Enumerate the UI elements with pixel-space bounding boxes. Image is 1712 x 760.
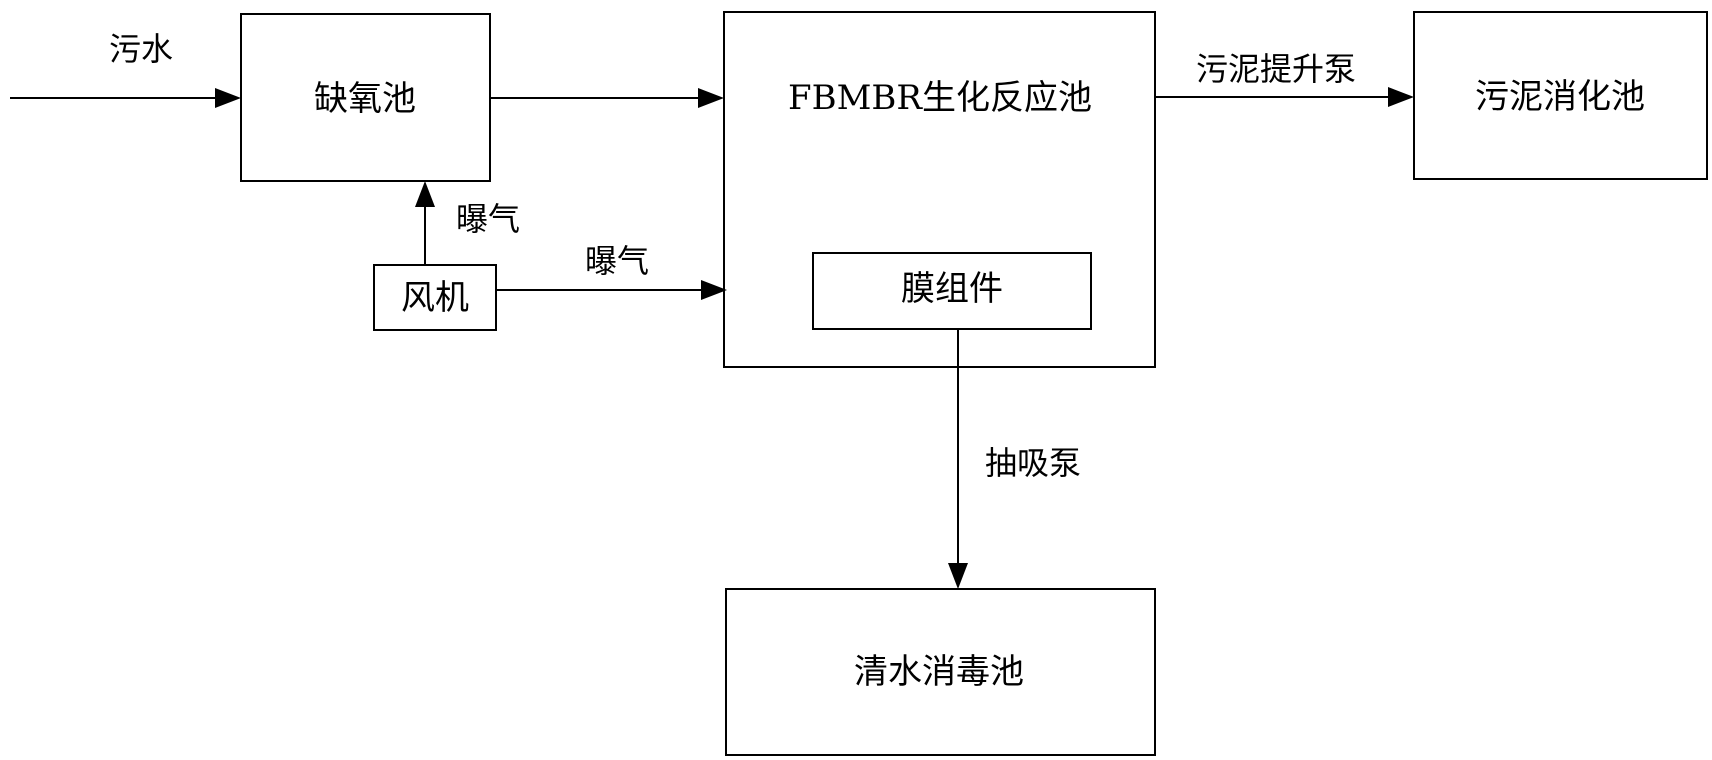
anoxic-tank-label: 缺氧池 xyxy=(314,79,416,119)
sewage-inlet-label: 污水 xyxy=(109,30,173,68)
sludge-digestion-tank-label: 污泥消化池 xyxy=(1475,77,1645,117)
blower-to-anoxic-arrowhead xyxy=(415,181,435,207)
aeration-to-reactor-label: 曝气 xyxy=(585,242,649,280)
blower-label: 风机 xyxy=(401,278,469,318)
membrane-to-disinfection-arrowhead xyxy=(948,563,968,589)
aeration-to-anoxic-label: 曝气 xyxy=(456,200,520,238)
blower-to-reactor-arrowhead xyxy=(701,280,727,300)
fbmbr-reactor-label: FBMBR生化反应池 xyxy=(788,78,1092,118)
anoxic-tank-box xyxy=(240,13,491,182)
blower-box xyxy=(373,264,497,331)
sludge-lift-pump-label: 污泥提升泵 xyxy=(1196,50,1356,88)
sludge-digestion-tank-box xyxy=(1413,11,1708,180)
membrane-module-box xyxy=(812,252,1092,330)
sewage-inlet-arrowhead xyxy=(215,88,241,108)
clean-water-disinfection-tank-box xyxy=(725,588,1156,756)
anoxic-to-reactor-arrowhead xyxy=(698,88,724,108)
clean-water-disinfection-tank-label: 清水消毒池 xyxy=(854,652,1024,692)
membrane-module-label: 膜组件 xyxy=(901,269,1003,309)
suction-pump-label: 抽吸泵 xyxy=(985,444,1081,482)
reactor-to-digestion-arrowhead xyxy=(1388,87,1414,107)
